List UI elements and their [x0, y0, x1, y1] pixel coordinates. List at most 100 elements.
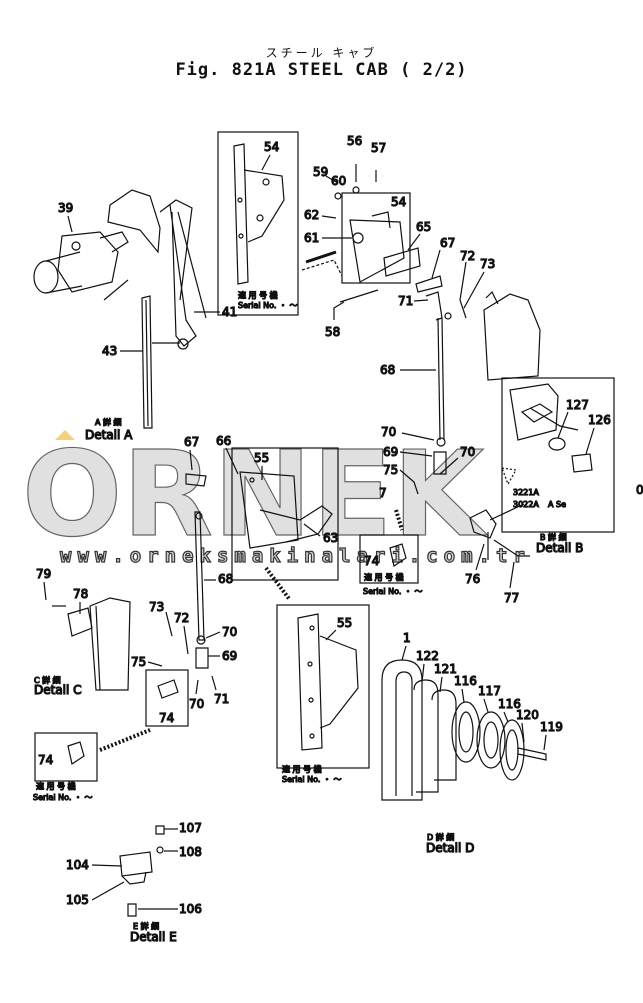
callout-74-low: 74: [159, 711, 174, 725]
callout-1: 1: [403, 631, 411, 645]
callout-57: 57: [371, 141, 386, 155]
callout-104: 104: [66, 858, 89, 872]
callout-74-left: 74: [38, 753, 53, 767]
callout-116-b: 116: [498, 697, 521, 711]
detail-c: C 詳 細 Detail C: [33, 597, 131, 698]
detail-e-label: Detail E: [130, 930, 177, 944]
callout-127: 127: [566, 398, 589, 412]
callout-66: 66: [216, 434, 231, 448]
serial-d-ja: 適 用 号 機: [282, 764, 322, 774]
serial-b: Serial No. ・ ～: [363, 587, 423, 596]
callout-122: 122: [416, 649, 439, 663]
callout-75-top: 75: [383, 463, 398, 477]
callout-73-mid: 73: [149, 600, 164, 614]
callout-70-b: 70: [460, 445, 475, 459]
callout-65: 65: [416, 220, 431, 234]
figure-title-japanese: スチール キャブ: [265, 46, 378, 60]
callout-61: 61: [304, 231, 319, 245]
serial-box-74-low: 74 適 用 号 機 Serial No. ・ ～: [32, 732, 98, 803]
callout-108: 108: [179, 845, 202, 859]
detail-b-label: Detail B: [536, 541, 583, 555]
callout-54-a: 54: [264, 140, 279, 154]
detail-d-label: Detail D: [426, 841, 474, 855]
callout-72-mid: 72: [174, 611, 189, 625]
serial-box-74-mid: 74 適 用 号 機 Serial No. ・ ～: [359, 534, 423, 597]
serial-c-ja: 適 用 号 機: [36, 781, 76, 791]
callout-73-top: 73: [480, 257, 495, 271]
arrow-c: [99, 728, 151, 752]
callout-60: 60: [331, 174, 346, 188]
detail-a-ja: A 詳 細: [95, 417, 122, 427]
detail-c-ja: C 詳 細: [34, 675, 61, 685]
callout-69-top: 69: [383, 445, 398, 459]
detail-d-ja: D 詳 細: [427, 832, 454, 842]
callout-76: 76: [465, 572, 480, 586]
callout-105: 105: [66, 893, 89, 907]
serial-c: Serial No. ・ ～: [33, 793, 93, 802]
detail-e-ja: E 詳 細: [133, 921, 159, 931]
frag-7: 7: [379, 486, 387, 500]
serial-a: Serial No. ・ ～: [238, 301, 298, 310]
serial-a-ja: 適 用 号 機: [238, 290, 278, 300]
callout-39: 39: [58, 201, 73, 215]
callout-74-mid: 74: [364, 554, 379, 568]
callout-121: 121: [434, 662, 457, 676]
detail-b-ja: B 詳 細: [540, 532, 567, 542]
upper-lock-bracket: [301, 192, 421, 303]
callout-56: 56: [347, 134, 362, 148]
callout-62: 62: [304, 208, 319, 222]
callout-59: 59: [313, 165, 328, 179]
serial-box-55: 55 適 用 号 機 Serial No. ・ ～: [276, 604, 370, 785]
callout-55-b: 55: [337, 616, 352, 630]
detail-c-label: Detail C: [34, 683, 82, 697]
watermark-url: www.orneksmakinalari.com.tr: [60, 545, 531, 567]
callout-68-top: 68: [380, 363, 395, 377]
callout-106: 106: [179, 902, 202, 916]
frag-3022a: 3022A: [513, 500, 539, 509]
detail-e: E 詳 細 Detail E: [119, 825, 177, 945]
wiper-motor-assembly: [33, 231, 129, 301]
callout-75-mid: 75: [131, 655, 146, 669]
callout-116-a: 116: [454, 674, 477, 688]
callout-67-mid: 67: [184, 435, 199, 449]
callout-117: 117: [478, 684, 501, 698]
callout-120: 120: [516, 708, 539, 722]
callout-43: 43: [102, 344, 117, 358]
bolt-67: [185, 473, 207, 487]
upper-rod-parts: [415, 275, 499, 475]
detail-b-box: 127 126 3221A 3022A A Se B 詳 細 Detail B: [501, 377, 615, 556]
callout-79: 79: [36, 567, 51, 581]
wiper-arm: [141, 295, 153, 429]
callout-77: 77: [504, 591, 519, 605]
callout-72-top: 72: [460, 249, 475, 263]
detail-a-label: Detail A: [85, 428, 133, 442]
callout-70-d: 70: [189, 697, 204, 711]
callout-67-top: 67: [440, 236, 455, 250]
callout-58: 58: [325, 325, 340, 339]
frag-3221a: 3221A: [513, 488, 539, 497]
watermark: ORNEK www.orneksmakinalari.com.tr: [21, 424, 531, 567]
callout-54-b: 54: [391, 195, 406, 209]
callout-41: 41: [222, 305, 237, 319]
arrow-b: [501, 467, 517, 486]
lever-76: [469, 503, 530, 560]
lower-rod: [194, 511, 209, 669]
arrow-d: [264, 566, 292, 602]
inner-handle-bracket: [231, 447, 339, 581]
callout-78: 78: [73, 587, 88, 601]
callout-119: 119: [540, 720, 563, 734]
leader-39: [67, 215, 73, 233]
detail-d-weatherstrip: [381, 659, 547, 801]
callout-70-a: 70: [381, 425, 396, 439]
callout-70-c: 70: [222, 625, 237, 639]
serial-box-54: 54 適 用 号 機 Serial No. ・ ～: [217, 131, 299, 316]
wiper-cover-plate: [107, 189, 207, 350]
arrow-mid: [394, 509, 404, 531]
callout-107: 107: [179, 821, 202, 835]
callout-63: 63: [323, 531, 338, 545]
frag-0: 0: [636, 483, 643, 497]
latch-74: 74: [145, 669, 189, 727]
callout-71-mid: 71: [214, 692, 229, 706]
serial-b-ja: 適 用 号 機: [364, 572, 404, 582]
